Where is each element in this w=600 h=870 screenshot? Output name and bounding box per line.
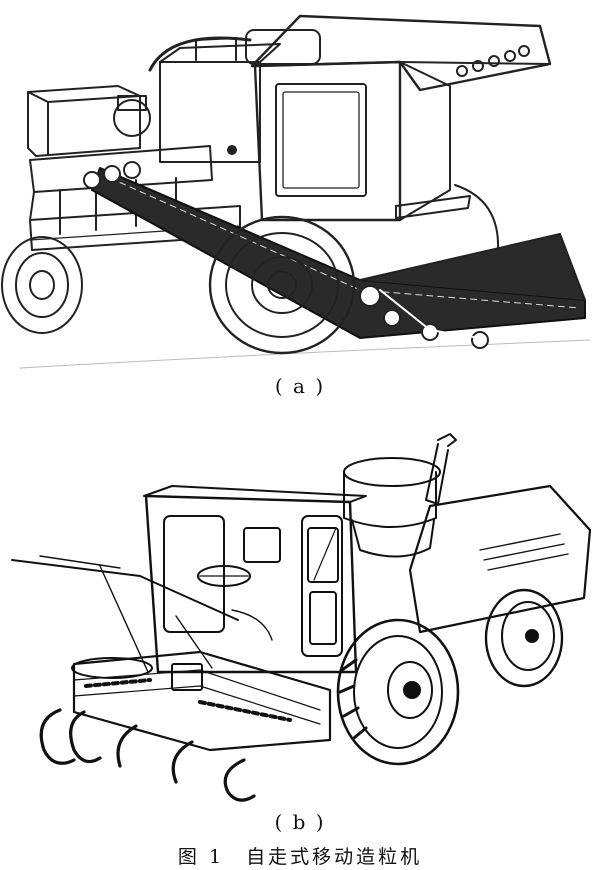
subfigure-b-label: ( b ) [274,810,326,834]
subfigure-b-drawing [0,420,600,812]
track-conveyor [83,161,586,349]
rear-wheel [454,184,500,251]
figure-number: 图 1 [177,846,225,868]
cylinder-hopper [343,457,441,558]
figure-caption: 图 1 自走式移动造粒机 [0,842,600,869]
front-wheel [1,236,83,334]
front-drum [71,650,332,752]
subfigure-a-label: ( a ) [274,374,326,398]
figure-title: 自走式移动造粒机 [246,846,423,868]
rear-wheel [484,588,564,688]
subfigure-a-drawing [0,0,600,372]
engine-block [113,29,321,163]
operator-cab [250,14,552,222]
feed-hopper-box [27,85,141,157]
side-boom [11,555,239,673]
drive-wheel [208,215,356,355]
ground-shadow [19,339,591,369]
front-wheel [336,618,460,766]
rear-body [408,484,592,634]
exhaust-stack [425,433,457,505]
tiller-tines [39,708,256,802]
operator-cab [143,485,367,674]
